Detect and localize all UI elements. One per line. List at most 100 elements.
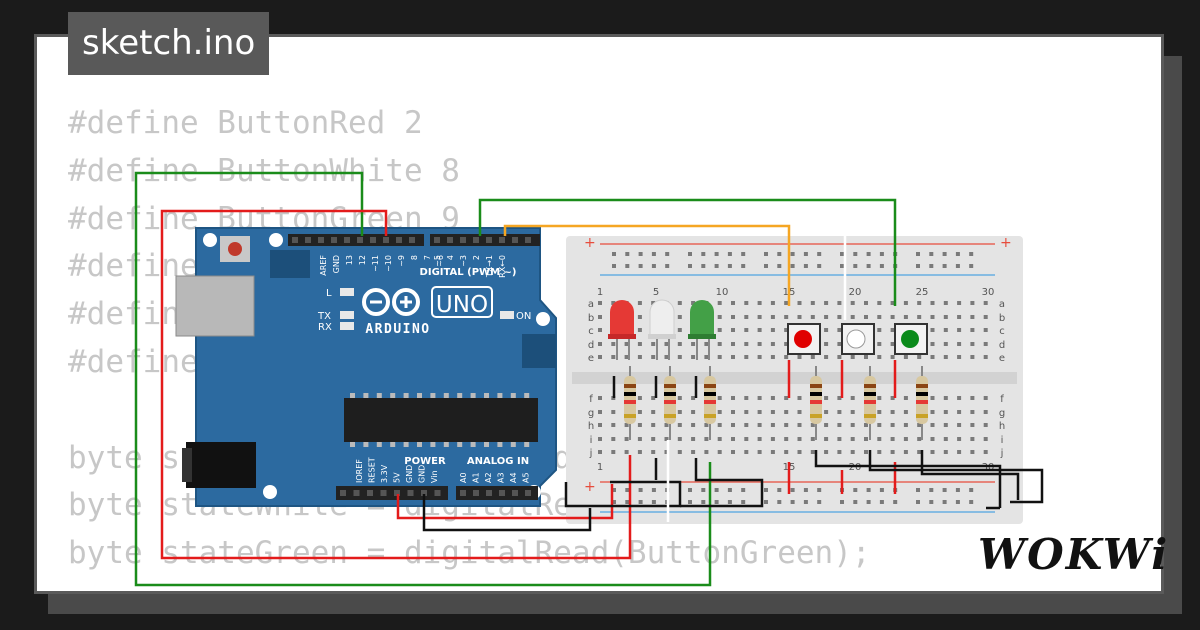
breadboard-hole[interactable] [744,410,749,414]
breadboard-hole[interactable] [983,423,988,427]
breadboard-hole[interactable] [917,450,922,454]
rail-hole[interactable] [969,264,974,268]
header-pin[interactable] [447,237,453,243]
breadboard-hole[interactable] [970,423,975,427]
rail-hole[interactable] [790,264,795,268]
breadboard-hole[interactable] [824,450,829,454]
breadboard-hole[interactable] [970,410,975,414]
breadboard-hole[interactable] [930,450,935,454]
breadboard-hole[interactable] [890,342,895,346]
header-pin[interactable] [473,490,479,496]
rail-hole[interactable] [777,488,782,492]
file-tab[interactable]: sketch.ino [68,12,270,75]
header-pin[interactable] [407,490,414,496]
breadboard-hole[interactable] [784,450,789,454]
rail-hole[interactable] [853,488,858,492]
breadboard-hole[interactable] [731,315,735,319]
breadboard-hole[interactable] [850,437,855,441]
rail-hole[interactable] [714,252,719,256]
breadboard-hole[interactable] [611,437,616,441]
breadboard-hole[interactable] [704,342,709,346]
breadboard-hole[interactable] [877,301,882,305]
breadboard-hole[interactable] [731,355,735,359]
breadboard-hole[interactable] [784,301,789,305]
breadboard-hole[interactable] [624,437,629,441]
rail-hole[interactable] [955,500,960,504]
rail-hole[interactable] [625,500,630,504]
breadboard-hole[interactable] [637,301,642,305]
rail-hole[interactable] [955,264,960,268]
pushbutton-white[interactable] [841,323,875,355]
breadboard-hole[interactable] [784,355,789,359]
breadboard-hole[interactable] [704,423,709,427]
breadboard-hole[interactable] [850,315,855,319]
rail-hole[interactable] [803,488,808,492]
breadboard-hole[interactable] [757,342,762,346]
rail-hole[interactable] [727,500,732,504]
breadboard-hole[interactable] [970,355,975,359]
rail-hole[interactable] [741,252,746,256]
breadboard-hole[interactable] [757,355,762,359]
breadboard-hole[interactable] [598,301,602,305]
header-pin[interactable] [367,490,373,496]
rail-hole[interactable] [741,500,746,504]
breadboard-hole[interactable] [784,437,789,441]
rail-hole[interactable] [840,252,844,256]
rail-hole[interactable] [612,488,616,492]
breadboard-hole[interactable] [651,450,656,454]
breadboard-hole[interactable] [837,410,842,414]
rail-hole[interactable] [955,488,960,492]
breadboard-hole[interactable] [757,410,762,414]
header-pin[interactable] [353,490,360,496]
breadboard-hole[interactable] [877,328,882,332]
breadboard-hole[interactable] [917,301,922,305]
rail-hole[interactable] [777,264,782,268]
rail-hole[interactable] [817,500,822,504]
breadboard-hole[interactable] [903,423,908,427]
rail-hole[interactable] [638,252,643,256]
breadboard-hole[interactable] [598,342,602,346]
breadboard-hole[interactable] [797,423,802,427]
breadboard-hole[interactable] [850,301,855,305]
breadboard-hole[interactable] [784,328,789,332]
rail-hole[interactable] [764,500,768,504]
rail-hole[interactable] [638,488,643,492]
breadboard-hole[interactable] [837,328,842,332]
breadboard-hole[interactable] [770,315,775,319]
breadboard-hole[interactable] [770,355,775,359]
breadboard-hole[interactable] [877,450,882,454]
header-pin[interactable] [396,237,402,243]
breadboard-hole[interactable] [917,437,922,441]
breadboard-hole[interactable] [717,396,722,400]
wires[interactable] [134,171,1044,587]
breadboard-hole[interactable] [611,342,616,346]
breadboard-hole[interactable] [744,423,749,427]
breadboard-hole[interactable] [983,315,988,319]
breadboard-hole[interactable] [877,315,882,319]
breadboard-hole[interactable] [837,450,842,454]
resistor[interactable] [664,366,676,440]
breadboard-hole[interactable] [930,301,935,305]
breadboard-hole[interactable] [850,410,855,414]
breadboard-hole[interactable] [983,437,988,441]
breadboard-hole[interactable] [770,410,775,414]
breadboard-hole[interactable] [637,342,642,346]
breadboard-hole[interactable] [930,315,935,319]
breadboard-hole[interactable] [637,396,642,400]
header-pin[interactable] [409,237,415,243]
rail-hole[interactable] [638,500,643,504]
rail-hole[interactable] [866,488,871,492]
breadboard-hole[interactable] [983,301,988,305]
breadboard-hole[interactable] [677,423,682,427]
rail-hole[interactable] [840,500,844,504]
breadboard-hole[interactable] [903,315,908,319]
breadboard-hole[interactable] [664,355,669,359]
breadboard-hole[interactable] [784,315,789,319]
header-pin[interactable] [486,490,492,496]
breadboard-hole[interactable] [903,450,908,454]
breadboard-hole[interactable] [677,396,682,400]
led-red[interactable] [608,300,636,360]
header-pin[interactable] [486,237,492,243]
breadboard-hole[interactable] [943,437,948,441]
breadboard-hole[interactable] [943,423,948,427]
